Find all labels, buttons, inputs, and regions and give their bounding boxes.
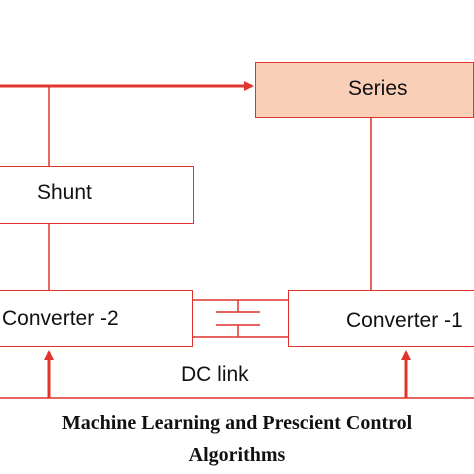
converter-2-label: Converter -2 <box>2 307 119 330</box>
shunt-block: Shunt <box>0 166 194 224</box>
converter-1-block: Converter -1 <box>288 290 474 347</box>
algorithm-title-line2: Algorithms <box>188 444 286 466</box>
series-block: Series <box>255 62 474 118</box>
shunt-label: Shunt <box>37 181 92 204</box>
dc-link-label: DC link <box>181 363 249 386</box>
series-label: Series <box>348 77 408 100</box>
converter-2-block: Converter -2 <box>0 290 193 347</box>
algorithm-title-line1: Machine Learning and Prescient Control <box>61 412 413 434</box>
converter-1-label: Converter -1 <box>346 309 463 332</box>
